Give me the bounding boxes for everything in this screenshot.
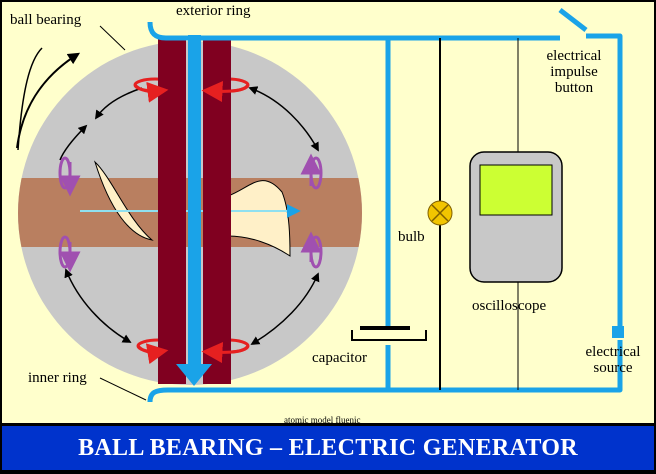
- central-current-arrowhead: [176, 364, 212, 386]
- ball-blade-left: [93, 160, 154, 241]
- capacitor-plate-top: [360, 326, 410, 330]
- capacitor-label: capacitor: [312, 350, 367, 366]
- impulse-switch-lever: [558, 8, 588, 32]
- rotation-arrow: [16, 52, 81, 149]
- red-arrow-head-tl: [133, 81, 169, 103]
- electrical-source-label-line2: source: [593, 360, 633, 376]
- ball-blade-right: [227, 180, 291, 257]
- oscilloscope-label: oscilloscope: [472, 298, 547, 314]
- atomic-model-caption: atomic model fluenic: [284, 415, 361, 425]
- ring-bar-left: [158, 38, 186, 384]
- circuit-wires: [147, 21, 623, 403]
- exterior-ring-label: exterior ring: [176, 3, 251, 19]
- electrical-source-terminal: [612, 326, 624, 338]
- inner-ring-label: inner ring: [28, 370, 87, 386]
- impulse-button-label: electrical impulse button: [536, 48, 612, 96]
- impulse-button-label-line1: electrical: [546, 48, 602, 64]
- leader-ball-bearing: [99, 25, 126, 51]
- ball-bearing-label: ball bearing: [10, 12, 82, 28]
- diagram-title: BALL BEARING – ELECTRIC GENERATOR: [78, 435, 578, 461]
- oscilloscope-device: [469, 151, 563, 283]
- oscilloscope-screen: [479, 164, 553, 216]
- bulb-label: bulb: [398, 229, 425, 245]
- impulse-button-label-line3: button: [554, 80, 594, 96]
- electrical-source-label: electrical source: [574, 344, 652, 376]
- bulb-symbol: [427, 200, 453, 226]
- leader-inner-ring: [99, 377, 147, 401]
- title-banner: [2, 426, 654, 470]
- capacitor-plate-bottom: [351, 330, 427, 341]
- electrical-source-label-line1: electrical: [585, 344, 641, 360]
- red-arrow-head-br: [201, 342, 250, 364]
- red-arrow-head-bl: [136, 343, 169, 365]
- central-current-shaft: [188, 35, 201, 365]
- red-arrow-head-tr: [201, 81, 250, 103]
- impulse-button-label-line2: impulse: [550, 64, 598, 80]
